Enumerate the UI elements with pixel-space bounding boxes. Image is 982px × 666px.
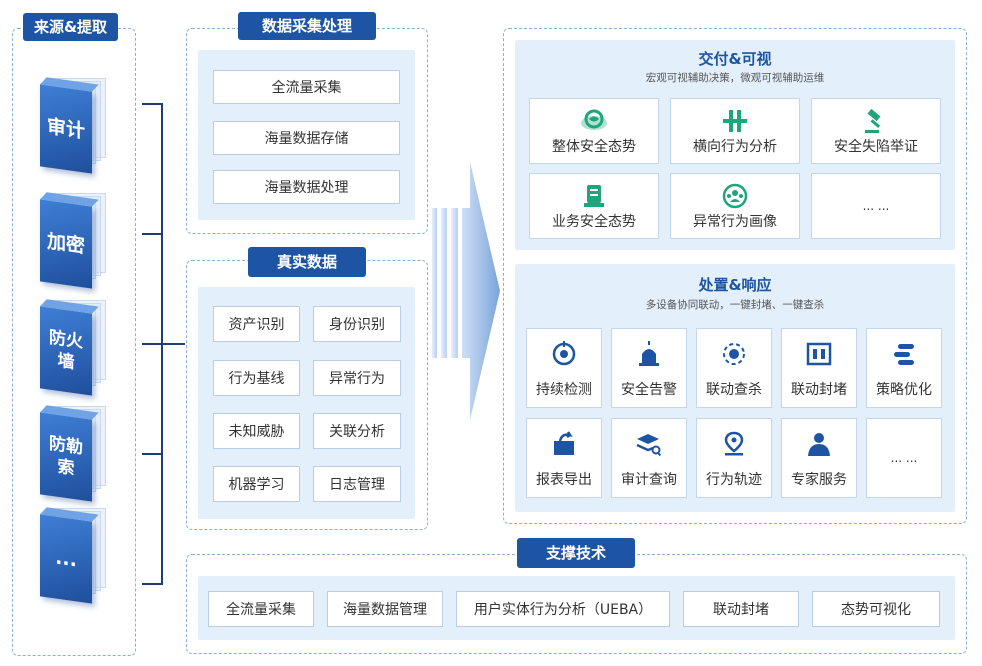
response-subtitle: 多设备协同联动，一键封堵、一键查杀 [645,299,825,311]
delivery-card-abnormal-profile: 异常行为画像 [670,173,800,239]
realdata-item: 机器学习 [213,466,300,502]
card-label: ... ... [890,451,918,465]
source-item-label: 防火墙 [40,306,92,396]
support-item: 联动封堵 [683,591,799,627]
strategy-icon [894,344,914,365]
delivery-card-lateral: 横向行为分析 [670,98,800,164]
card-label: 审计查询 [621,472,677,488]
delivery-subtitle: 宏观可视辅助决策，微观可视辅助运维 [645,72,825,84]
support-item: 用户实体行为分析（UEBA） [456,591,670,627]
delivery-card-evidence: 安全失陷举证 [811,98,941,164]
card-label: 横向行为分析 [693,139,777,155]
response-card-expert: 专家服务 [781,418,857,498]
support-title: 支撑技术 [517,538,635,568]
response-card-block: 联动封堵 [781,328,857,408]
right-panel [503,28,967,524]
delivery-card-more: ... ... [811,173,941,239]
response-card-more: ... ... [866,418,942,498]
user-group-icon [722,183,748,209]
card-label: ... ... [862,199,890,213]
response-card-trajectory: 行为轨迹 [696,418,772,498]
source-title: 来源&提取 [23,13,118,41]
response-title: 处置&响应 [698,276,772,294]
delivery-card-overall-posture: 整体安全态势 [529,98,659,164]
realdata-item: 日志管理 [313,466,401,502]
block-icon [806,342,832,366]
flow-arrow [432,162,500,420]
card-label: 业务安全态势 [552,214,636,230]
response-card-detect: 持续检测 [526,328,602,408]
collection-title: 数据采集处理 [238,12,376,40]
source-cube-ransomware: 防勒索 [36,406,108,502]
report-export-icon [554,431,574,455]
realdata-item: 异常行为 [313,360,401,396]
realdata-item: 行为基线 [213,360,300,396]
card-label: 整体安全态势 [552,139,636,155]
realdata-item: 资产识别 [213,306,300,342]
card-label: 安全告警 [621,382,677,398]
response-card-report: 报表导出 [526,418,602,498]
realdata-title: 真实数据 [248,247,366,277]
response-card-audit-query: 审计查询 [611,418,687,498]
support-item: 全流量采集 [208,591,314,627]
source-item-label: ... [40,514,92,604]
lateral-analysis-icon [723,110,747,132]
detect-icon [552,341,576,366]
card-label: 安全失陷举证 [834,139,918,155]
audit-search-icon [636,434,662,457]
source-item-label: 审计 [40,84,92,174]
alarm-light-icon [639,341,659,366]
support-item: 海量数据管理 [327,591,443,627]
card-label: 报表导出 [536,472,592,488]
posture-eye-icon [581,109,607,130]
response-card-alarm: 安全告警 [611,328,687,408]
location-pin-icon [724,431,744,456]
source-item-label: 防勒索 [40,412,92,502]
collection-item: 海量数据存储 [213,121,400,155]
source-cube-audit: 审计 [36,78,108,174]
document-list-icon [584,185,604,207]
expert-icon [808,433,830,456]
support-item: 态势可视化 [812,591,940,627]
source-cube-more: ... [36,508,108,604]
collection-item: 全流量采集 [213,70,400,104]
linkage-kill-icon [723,343,745,365]
source-cube-encrypt: 加密 [36,193,108,289]
realdata-item: 关联分析 [313,413,401,449]
card-label: 持续检测 [536,382,592,398]
card-label: 联动封堵 [791,382,847,398]
delivery-card-business-posture: 业务安全态势 [529,173,659,239]
card-label: 异常行为画像 [693,214,777,230]
source-item-label: 加密 [40,199,92,289]
card-label: 策略优化 [876,382,932,398]
delivery-title: 交付&可视 [698,50,772,68]
realdata-item: 未知威胁 [213,413,300,449]
card-label: 专家服务 [791,472,847,488]
card-label: 行为轨迹 [706,472,762,488]
gavel-icon [865,108,881,133]
response-card-strategy: 策略优化 [866,328,942,408]
source-cube-firewall: 防火墙 [36,300,108,396]
response-card-linkage-kill: 联动查杀 [696,328,772,408]
collection-item: 海量数据处理 [213,170,400,204]
card-label: 联动查杀 [706,382,762,398]
realdata-item: 身份识别 [313,306,401,342]
